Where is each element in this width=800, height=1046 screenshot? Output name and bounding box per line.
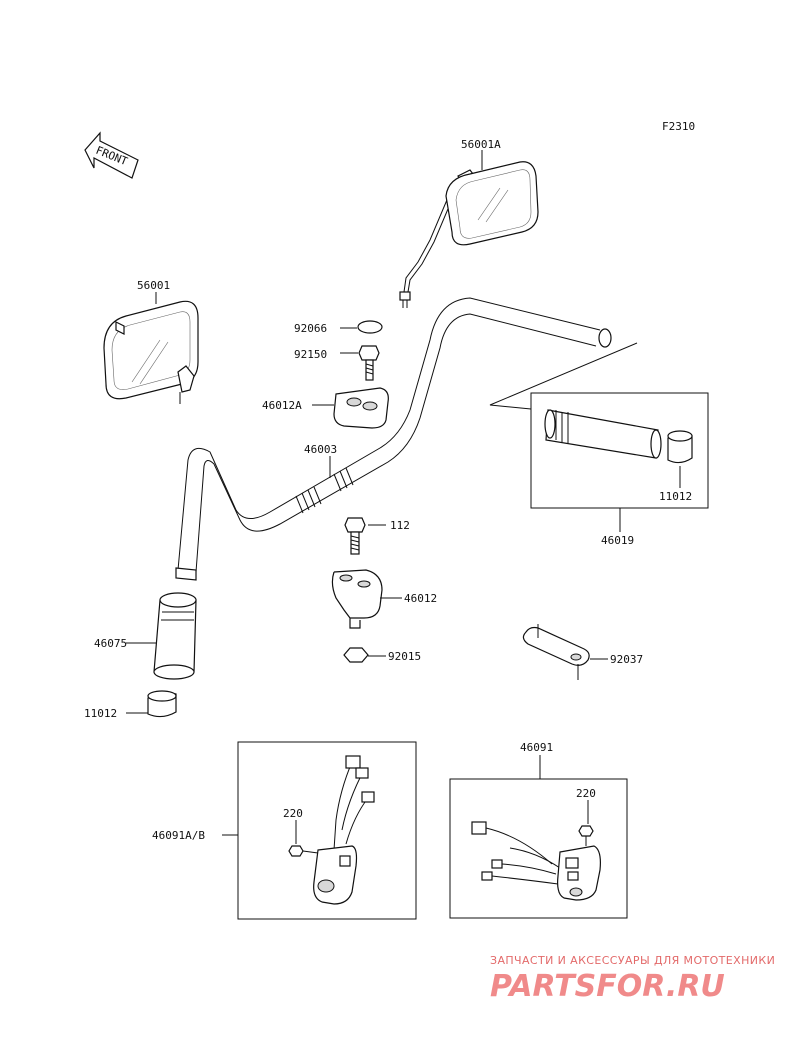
figure-code: F2310 <box>662 120 695 133</box>
label-46012: 46012 <box>404 592 437 605</box>
label-92150: 92150 <box>294 348 327 361</box>
bolt-92150 <box>358 345 380 381</box>
label-56001A: 56001A <box>461 138 501 151</box>
mirror-right <box>399 161 539 308</box>
holder-46012 <box>331 569 383 629</box>
label-11012-left: 11012 <box>84 707 117 720</box>
cap-11012-left <box>147 690 177 718</box>
label-56001: 56001 <box>137 279 170 292</box>
switch-46091AB-box <box>222 741 417 920</box>
label-92037: 92037 <box>610 653 643 666</box>
watermark-logo: PARTSFOR.RU <box>490 969 725 1004</box>
nut-92015 <box>343 647 369 663</box>
mirror-left <box>103 300 199 404</box>
grip-assembly-46019-box <box>489 342 709 509</box>
clamp-46012A <box>333 387 389 429</box>
label-46091AB: 46091A/B <box>152 829 205 842</box>
washer-92066 <box>357 320 383 334</box>
front-arrow-icon: FRONT <box>84 131 139 179</box>
label-220-right: 220 <box>576 787 596 800</box>
watermark-tagline: ЗАПЧАСТИ И АКСЕССУАРЫ ДЛЯ МОТОТЕХНИКИ <box>490 954 775 967</box>
label-112: 112 <box>390 519 410 532</box>
label-46091: 46091 <box>520 741 553 754</box>
label-220-left: 220 <box>283 807 303 820</box>
bolt-112 <box>344 517 366 555</box>
bracket-92037 <box>522 624 590 680</box>
switch-46091-box <box>449 755 628 919</box>
label-11012-right: 11012 <box>659 490 692 503</box>
label-46012A: 46012A <box>262 399 302 412</box>
label-92015: 92015 <box>388 650 421 663</box>
label-92066: 92066 <box>294 322 327 335</box>
label-46003: 46003 <box>304 443 337 456</box>
label-46019: 46019 <box>601 534 634 547</box>
grip-46075 <box>153 592 197 680</box>
label-46075: 46075 <box>94 637 127 650</box>
handlebar <box>175 297 612 581</box>
